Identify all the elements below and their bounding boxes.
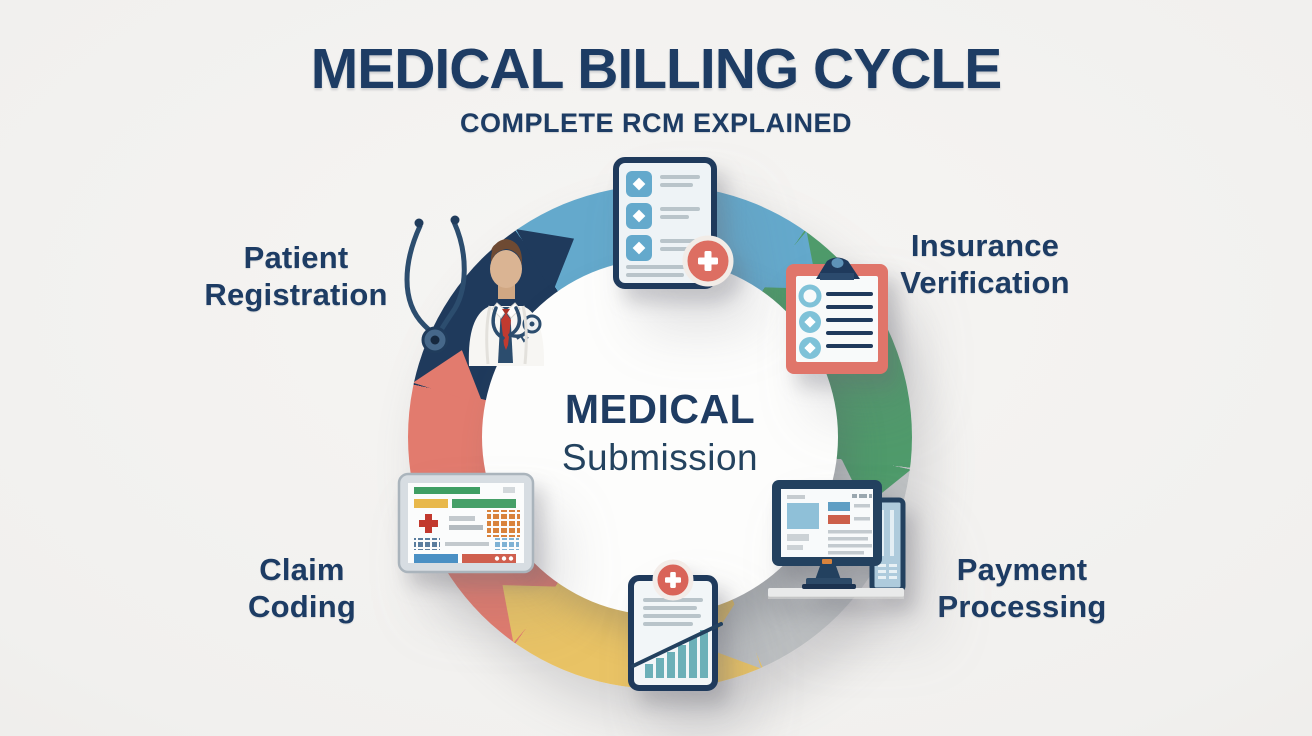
billing-report-chart-icon [617,559,729,694]
label-payment-processing: Payment Processing [937,552,1107,624]
page-subtitle: COMPLETE RCM EXPLAINED [459,108,853,138]
clipboard-checklist-icon [782,252,896,380]
desktop-billing-monitor-icon [768,474,910,604]
center-subtitle: Submission [561,436,759,478]
center-title: MEDICAL [564,385,756,432]
label-patient-registration: Patient Registration [204,240,388,312]
header: MEDICAL BILLING CYCLE COMPLETE RCM EXPLA… [0,36,1312,139]
medical-record-document-icon [612,157,734,291]
label-claim-coding: Claim Coding [248,552,356,624]
claim-coding-screen-icon [397,472,535,574]
label-insurance-verification: Insurance Verification [900,228,1070,300]
page-title: MEDICAL BILLING CYCLE [310,37,1002,101]
doctor-stethoscope-icon [398,211,550,366]
